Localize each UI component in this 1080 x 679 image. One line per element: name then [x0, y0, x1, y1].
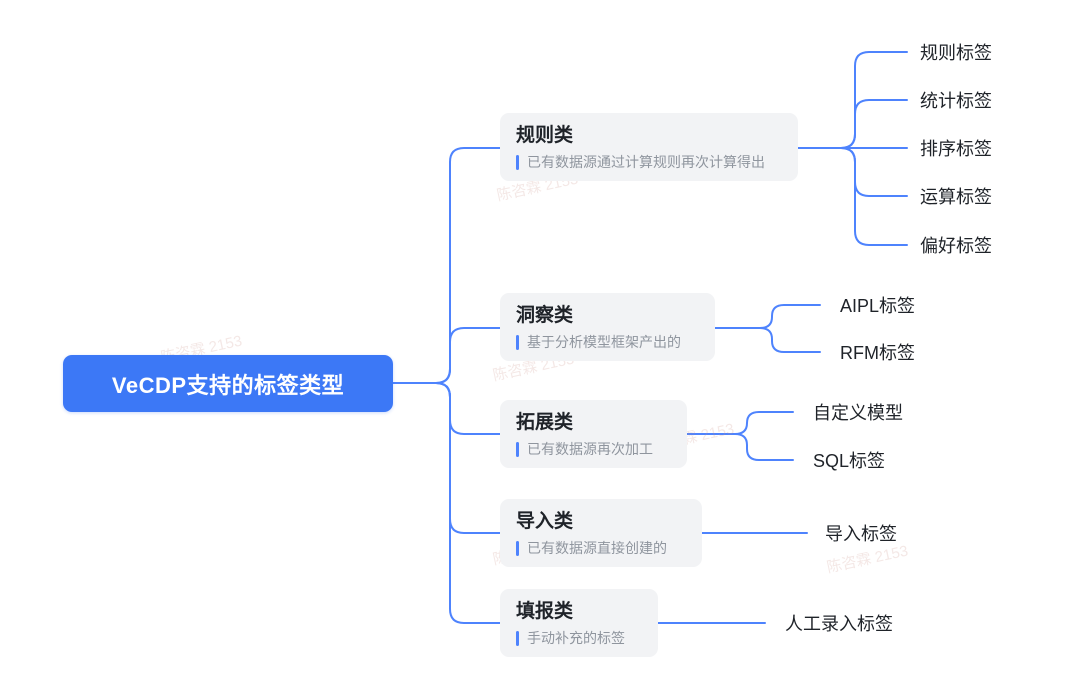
- branch-title: 导入类: [516, 511, 574, 532]
- branch-title: 填报类: [516, 601, 574, 622]
- leaf-node[interactable]: 导入标签: [825, 524, 897, 544]
- connector-root-rule: [392, 147, 501, 384]
- leaf-node[interactable]: RFM标签: [840, 343, 915, 363]
- branch-title: 规则类: [516, 125, 574, 146]
- branch-node-rule[interactable]: 规则类 已有数据源通过计算规则再次计算得出: [500, 113, 798, 181]
- leaf-node[interactable]: 规则标签: [920, 43, 992, 63]
- connector-root-import: [392, 382, 501, 534]
- connector-insight-2: [714, 327, 821, 353]
- leaf-node[interactable]: 排序标签: [920, 139, 992, 159]
- connector-extension-2: [686, 433, 794, 461]
- branch-subtitle: 已有数据源通过计算规则再次计算得出: [527, 154, 765, 170]
- connector-root-manual: [392, 382, 501, 624]
- branch-title: 洞察类: [516, 305, 574, 326]
- branch-subtitle: 基于分析模型框架产出的: [527, 334, 681, 350]
- branch-node-extension[interactable]: 拓展类 已有数据源再次加工: [500, 400, 687, 468]
- connector-root-extension: [392, 382, 501, 435]
- branch-node-insight[interactable]: 洞察类 基于分析模型框架产出的: [500, 293, 715, 361]
- connector-rule-2: [797, 99, 908, 149]
- leaf-node[interactable]: 运算标签: [920, 187, 992, 207]
- leaf-node[interactable]: 人工录入标签: [785, 614, 893, 634]
- branch-title: 拓展类: [516, 412, 574, 433]
- leaf-node[interactable]: SQL标签: [813, 451, 886, 471]
- root-node-label: VeCDP支持的标签类型: [111, 372, 345, 398]
- leaf-node[interactable]: AIPL标签: [840, 296, 916, 316]
- accent-bar: [516, 631, 519, 646]
- branch-node-import[interactable]: 导入类 已有数据源直接创建的: [500, 499, 702, 567]
- connector-rule-4: [797, 147, 908, 197]
- leaf-node[interactable]: 偏好标签: [920, 236, 992, 256]
- branch-node-manual[interactable]: 填报类 手动补充的标签: [500, 589, 658, 657]
- accent-bar: [516, 335, 519, 350]
- connector-insight-1: [714, 304, 821, 329]
- connector-rule-5: [797, 147, 908, 246]
- root-node[interactable]: VeCDP支持的标签类型: [63, 355, 393, 412]
- branch-subtitle: 已有数据源再次加工: [527, 441, 653, 457]
- branch-subtitle: 已有数据源直接创建的: [527, 540, 667, 556]
- branch-subtitle: 手动补充的标签: [527, 630, 625, 646]
- leaf-node[interactable]: 自定义模型: [813, 403, 903, 423]
- leaf-node[interactable]: 统计标签: [920, 91, 992, 111]
- accent-bar: [516, 442, 519, 457]
- accent-bar: [516, 155, 519, 170]
- connector-root-insight: [392, 327, 501, 384]
- connector-extension-1: [686, 411, 794, 435]
- accent-bar: [516, 541, 519, 556]
